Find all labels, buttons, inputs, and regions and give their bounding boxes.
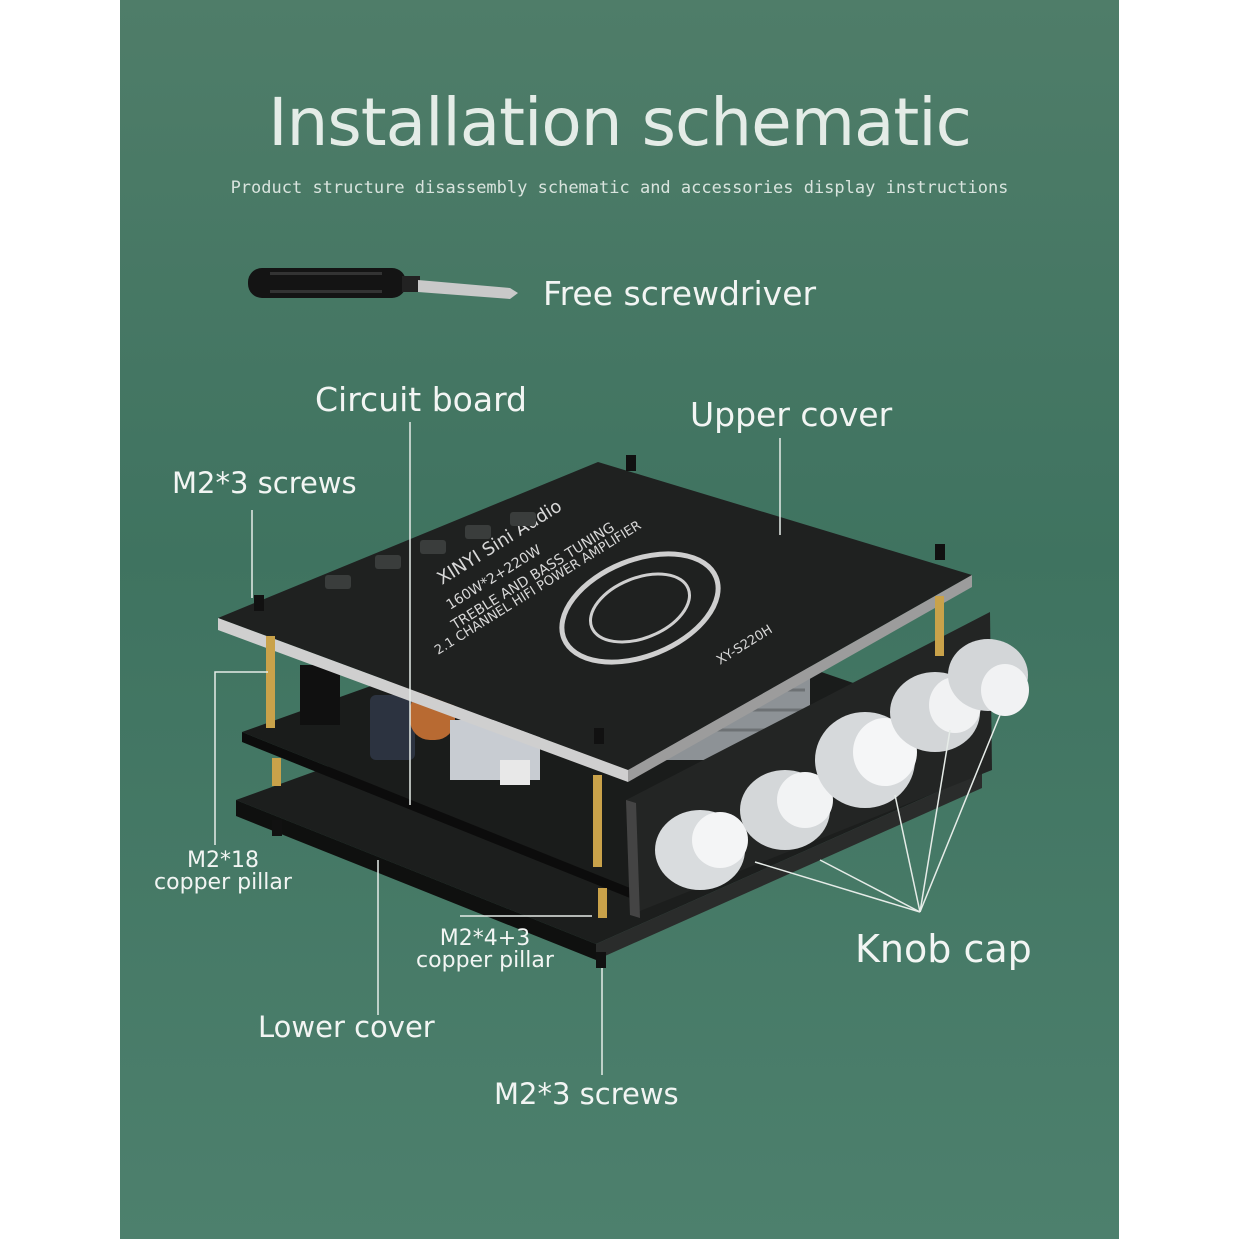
label-m2x18-line1: M2*18	[187, 848, 259, 873]
page-subtitle: Product structure disassembly schematic …	[230, 178, 1009, 198]
label-m2x4-copper-pillar: M2*4+3 copper pillar	[410, 928, 560, 972]
screws-image	[254, 455, 945, 968]
label-upper-cover: Upper cover	[690, 395, 893, 434]
label-m2x18-line2: copper pillar	[154, 870, 292, 895]
leader-lines	[214, 422, 1001, 1075]
label-m2x4-line1: M2*4+3	[439, 926, 531, 951]
copper-pillars-image	[266, 596, 944, 918]
label-lower-cover: Lower cover	[258, 1010, 435, 1044]
label-m2x3-screws-bottom: M2*3 screws	[494, 1077, 679, 1111]
knob-caps-image	[655, 639, 1029, 890]
upper-cover-image: XINYI Sini Audio 160W*2+220W TREBLE AND …	[218, 462, 972, 782]
label-m2x4-line2: copper pillar	[416, 948, 554, 973]
label-m2x18-copper-pillar: M2*18 copper pillar	[148, 850, 298, 894]
product-illustration: XINYI Sini Audio 160W*2+220W TREBLE AND …	[214, 268, 1029, 1075]
label-knob-cap: Knob cap	[855, 927, 1032, 971]
label-circuit-board: Circuit board	[315, 380, 528, 419]
page-title: Installation schematic	[268, 84, 972, 161]
background-panel: XINYI Sini Audio 160W*2+220W TREBLE AND …	[120, 0, 1119, 1239]
screwdriver-image	[248, 268, 518, 299]
label-free-screwdriver: Free screwdriver	[543, 274, 817, 313]
label-m2x3-screws-top: M2*3 screws	[172, 466, 357, 500]
